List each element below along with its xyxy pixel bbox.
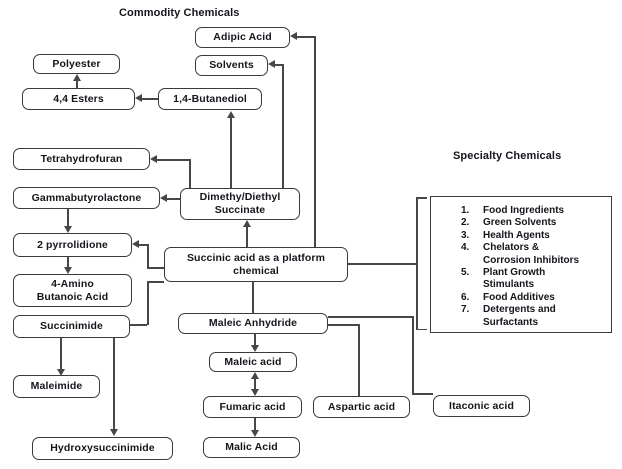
list-item-number: 1. — [461, 205, 470, 216]
list-item-text: Health Agents — [483, 229, 550, 241]
list-item-number: 4. — [461, 242, 470, 254]
list-item-text: Detergents and Surfactants — [483, 304, 556, 328]
list-item: 2. Green Solvents — [461, 217, 607, 229]
conn-fumaric-malic-line — [254, 418, 256, 431]
list-item: 4. Chelators & Corrosion Inhibitors — [461, 242, 607, 267]
conn-pyrrolidione-amino-line — [67, 257, 69, 267]
node-maleic-acid: Maleic acid — [209, 352, 297, 372]
node-fumaric-acid: Fumaric acid — [203, 396, 302, 418]
conn-platform-specialty-line — [348, 263, 417, 265]
arrowhead-left-icon — [150, 155, 157, 163]
arrowhead-left-icon — [290, 32, 297, 40]
specialty-bracket-top-tick — [416, 197, 427, 199]
conn-anhydride-itaconic-v — [412, 316, 414, 394]
arrowhead-down-icon — [250, 430, 259, 437]
conn-esters-polyester-line — [76, 78, 78, 88]
list-item-text: Plant Growth Stimulants — [483, 267, 546, 291]
arrowhead-up-icon — [250, 372, 259, 379]
conn-platform-pyrrolidione-h2 — [139, 244, 148, 246]
conn-platform-pyrrolidione-h1 — [147, 267, 164, 269]
list-item-number: 7. — [461, 304, 470, 316]
arrowhead-left-icon — [160, 194, 167, 202]
node-maleimide: Maleimide — [13, 375, 100, 398]
conn-succinate-thf-vline — [189, 159, 191, 188]
list-item-number: 6. — [461, 291, 470, 303]
conn-succinate-thf-hline — [157, 159, 190, 161]
list-item: 6. Food Additives — [461, 292, 607, 304]
node-malic-acid: Malic Acid — [203, 437, 300, 458]
arrowhead-left-icon — [132, 240, 139, 248]
list-item: 1. Food Ingredients — [461, 205, 607, 217]
arrowhead-down-icon — [250, 389, 259, 396]
specialty-bracket-vline — [416, 197, 418, 330]
list-item-number: 5. — [461, 267, 470, 279]
list-item-text: Chelators & Corrosion Inhibitors — [483, 242, 580, 266]
conn-anhydride-itaconic-h1 — [328, 316, 413, 318]
node-succinic-acid-platform: Succinic acid as a platform chemical — [164, 247, 348, 282]
list-item-number: 3. — [461, 229, 470, 241]
conn-platform-succinimide-h1 — [147, 281, 164, 283]
node-4-amino-butanoic-acid: 4-Amino Butanoic Acid — [13, 274, 132, 307]
node-solvents: Solvents — [195, 55, 268, 76]
arrowhead-left-icon — [268, 60, 275, 68]
conn-platform-anhydride-line — [252, 282, 254, 313]
list-item-text: Food Additives — [483, 291, 555, 303]
node-44-esters: 4,4 Esters — [22, 88, 135, 110]
list-item: 7. Detergents and Surfactants — [461, 304, 607, 329]
arrowhead-down-icon — [109, 429, 118, 436]
conn-succinimide-maleimide-line — [60, 338, 62, 370]
conn-succinate-butanediol-line — [230, 117, 232, 188]
node-2-pyrrolidione: 2 pyrrolidione — [13, 233, 132, 257]
list-item: 5. Plant Growth Stimulants — [461, 267, 607, 292]
specialty-chemicals-list-box: 1. Food Ingredients 2. Green Solvents 3. He… — [430, 196, 612, 333]
node-itaconic-acid: Itaconic acid — [433, 395, 530, 417]
list-item-text: Food Ingredients — [483, 205, 565, 216]
arrowhead-down-icon — [56, 369, 65, 376]
list-item: 3. Health Agents — [461, 230, 607, 242]
node-14-butanediol: 1,4-Butanediol — [158, 88, 262, 110]
list-item-text: Green Solvents — [483, 217, 557, 229]
conn-platform-succinimide-v — [147, 281, 149, 325]
conn-platform-succinate-line — [246, 226, 248, 247]
conn-platform-adipic-hline — [297, 36, 315, 38]
node-adipic-acid: Adipic Acid — [195, 27, 290, 48]
node-tetrahydrofuran: Tetrahydrofuran — [13, 148, 150, 170]
conn-anhydride-maleic-line — [254, 334, 256, 346]
arrowhead-up-icon — [242, 220, 251, 227]
node-succinimide: Succinimide — [13, 315, 130, 338]
arrowhead-down-icon — [63, 267, 72, 274]
conn-anhydride-aspartic-h — [328, 324, 359, 326]
conn-platform-adipic-vline — [314, 36, 316, 247]
conn-gbl-pyrrolidione-line — [67, 209, 69, 227]
node-polyester: Polyester — [33, 54, 120, 74]
conn-succinate-gbl-line — [167, 198, 180, 200]
conn-platform-succinimide-h2 — [130, 324, 147, 326]
specialty-chemicals-title: Specialty Chemicals — [453, 150, 562, 162]
arrowhead-left-icon — [135, 94, 142, 102]
conn-succinate-solvents-hline — [275, 64, 283, 66]
list-item-number: 2. — [461, 217, 470, 229]
arrowhead-down-icon — [250, 345, 259, 352]
arrowhead-up-icon — [72, 74, 81, 81]
conn-maleic-fumaric-line — [254, 378, 256, 390]
node-dimethy-diethyl-succinate: Dimethy/Diethyl Succinate — [180, 188, 300, 220]
arrowhead-down-icon — [63, 226, 72, 233]
node-aspartic-acid: Aspartic acid — [313, 396, 410, 418]
conn-anhydride-aspartic-v — [358, 324, 360, 396]
conn-succinimide-hydroxy-line — [113, 338, 115, 430]
conn-succinate-solvents-vline — [282, 64, 284, 188]
specialty-bracket-bottom-tick — [416, 328, 427, 330]
conn-platform-pyrrolidione-v — [147, 244, 149, 268]
commodity-chemicals-title: Commodity Chemicals — [119, 7, 240, 19]
node-gammabutyrolactone: Gammabutyrolactone — [13, 187, 160, 209]
conn-butanediol-esters-line — [142, 98, 158, 100]
node-maleic-anhydride: Maleic Anhydride — [178, 313, 328, 334]
node-hydroxysuccinimide: Hydroxysuccinimide — [32, 437, 173, 460]
arrowhead-up-icon — [226, 111, 235, 118]
conn-anhydride-itaconic-h2 — [412, 393, 433, 395]
